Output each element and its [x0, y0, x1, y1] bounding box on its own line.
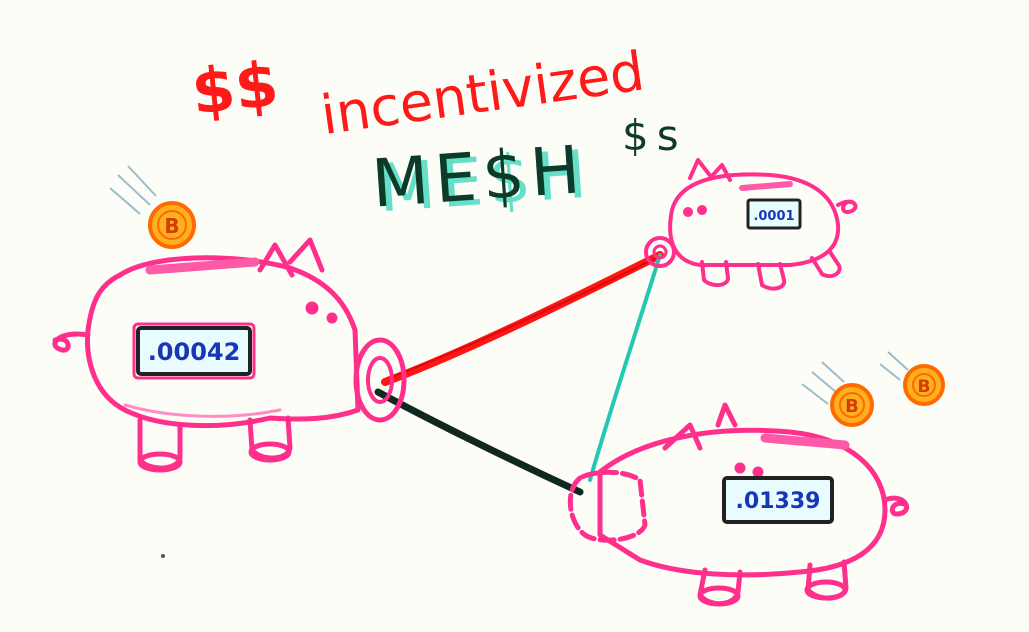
coin-right	[879, 351, 945, 406]
title-dollar-s: $s	[622, 111, 687, 160]
piggy-bank-icon	[85, 255, 361, 429]
speck	[161, 554, 165, 558]
bitcoin-coin-icon	[148, 201, 196, 249]
link-cyan	[588, 253, 662, 482]
balance-top-right: .0001	[753, 209, 794, 224]
mesh-links	[374, 251, 664, 496]
balance-bottom-right: .01339	[736, 489, 821, 514]
coin-mid	[801, 361, 874, 427]
link-dark	[374, 388, 584, 496]
balance-display-bottom-right	[722, 476, 834, 524]
balance-left: .00042	[148, 338, 241, 366]
title-line2: ME$H ME$H $s	[369, 111, 687, 228]
piggy-bank-bottom-right	[567, 402, 910, 607]
piggy-bank-left	[52, 237, 407, 473]
piggy-bank-top-right	[644, 158, 858, 291]
coin-left-symbol: B	[164, 214, 179, 238]
title-mesh: ME$H	[369, 131, 588, 223]
piggy-bank-icon	[668, 172, 841, 267]
coin-mid-symbol: B	[845, 396, 859, 417]
bitcoin-coin-icon	[903, 364, 945, 406]
bitcoin-coin-icon	[830, 383, 874, 427]
coin-right-symbol: B	[918, 377, 931, 397]
title-incentivized: incentivized	[317, 39, 648, 147]
title-dollars: $$	[188, 47, 281, 129]
link-red-overdraw	[389, 257, 657, 379]
balance-display-top-right	[746, 198, 802, 230]
title-mesh-shadow: ME$H	[376, 136, 595, 228]
piggy-bank-icon	[597, 427, 888, 578]
coin-left	[109, 165, 196, 249]
balance-display-left	[136, 326, 252, 376]
